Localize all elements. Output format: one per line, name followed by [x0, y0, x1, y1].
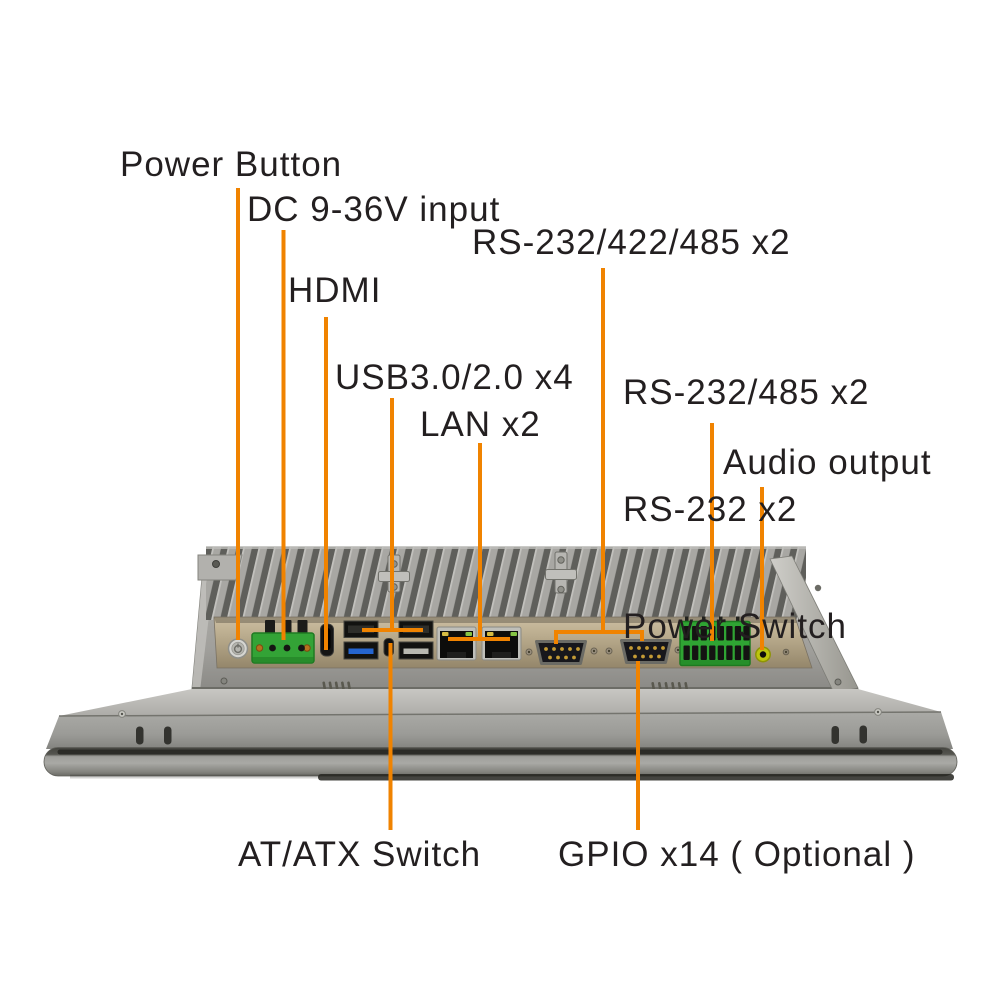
screw: [814, 584, 822, 592]
screw: [834, 678, 842, 686]
gpio-terminal-block: [679, 616, 751, 667]
label-at-atx-switch: AT/ATX Switch: [238, 835, 482, 874]
label-lan: LAN x2: [420, 405, 541, 444]
label-serial-block: RS-232/485 x2 RS-232 x2 Power Switch: [623, 295, 869, 724]
dc-input-port: [251, 620, 315, 664]
screw: [220, 677, 228, 685]
label-serial-485: RS-232/485 x2: [623, 373, 870, 412]
label-audio-output: Audio output: [723, 443, 932, 482]
serial-port-1: [535, 640, 587, 665]
front-frame-edge: [43, 747, 958, 781]
callout-line-serial-bridge: [554, 630, 644, 644]
screw: [212, 560, 220, 568]
lan-led-amber: [442, 632, 449, 636]
speaker-grille-left: [322, 681, 352, 691]
lan-led-green: [465, 632, 472, 636]
power-button-port: [227, 638, 249, 659]
lan-led-green: [510, 632, 517, 636]
label-usb: USB3.0/2.0 x4: [335, 358, 574, 397]
heatsink: [197, 546, 859, 694]
heatsink-bracket: [545, 551, 577, 594]
mount-slots: [136, 725, 867, 745]
label-gpio: GPIO x14 ( Optional ): [558, 835, 916, 874]
serial-port-2: [620, 639, 672, 664]
drop-shadow: [70, 774, 320, 779]
front-bezel: [46, 689, 953, 749]
heatsink-corner-plate: [197, 554, 243, 581]
label-power-button: Power Button: [120, 145, 343, 184]
label-serial-232: RS-232 x2: [623, 490, 798, 529]
lan-ports: [436, 626, 522, 661]
lan-led-amber: [487, 632, 494, 636]
label-hdmi: HDMI: [288, 271, 382, 310]
label-power-switch: Power Switch: [623, 607, 848, 646]
usb-ports: [343, 620, 434, 660]
label-dc-input: DC 9-36V input: [247, 190, 501, 229]
label-serial-combo: RS-232/422/485 x2: [472, 223, 791, 262]
callout-lines: [236, 188, 764, 830]
usb3-tongue: [348, 648, 374, 654]
